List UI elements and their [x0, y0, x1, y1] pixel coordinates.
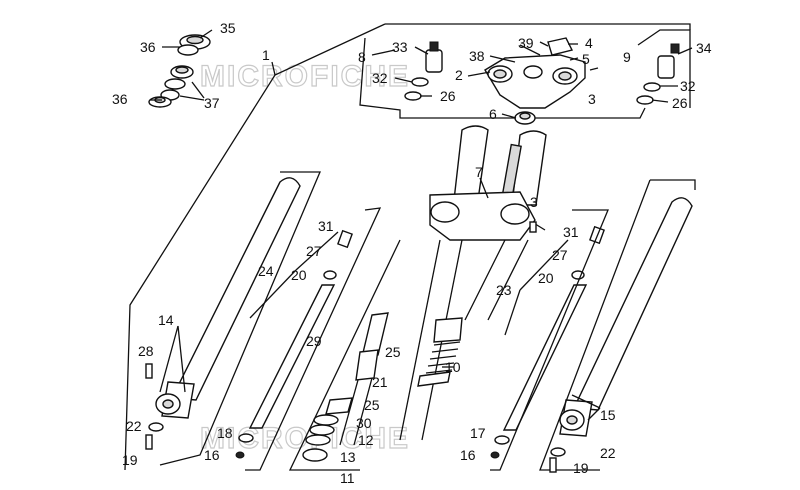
fork-spring [417, 317, 463, 387]
callout-26-left: 26 [440, 88, 456, 104]
callout-23: 23 [496, 282, 512, 298]
callout-2: 2 [455, 67, 463, 83]
callout-25-upper: 25 [385, 344, 401, 360]
callout-10: 10 [445, 359, 461, 375]
callout-36-top: 36 [140, 39, 156, 55]
callout-38: 38 [469, 48, 485, 64]
right-fork-slider [559, 197, 693, 437]
upper-fork-crown [484, 37, 599, 109]
callout-15: 15 [600, 407, 616, 423]
callout-36-bottom: 36 [112, 91, 128, 107]
callout-28: 28 [138, 343, 154, 359]
callout-12: 12 [358, 432, 374, 448]
callout-32-left: 32 [372, 70, 388, 86]
watermark-bottom: MICROFICHE [200, 422, 410, 455]
watermark-top: MICROFICHE [200, 60, 410, 93]
callout-27-right: 27 [552, 247, 568, 263]
callout-3-lower: 3 [530, 194, 538, 210]
leader-lines [150, 29, 693, 421]
fasteners [145, 221, 566, 473]
callout-4: 4 [585, 35, 593, 51]
callout-20-left: 20 [291, 267, 307, 283]
group-brackets [159, 171, 696, 471]
callout-29: 29 [306, 333, 322, 349]
callout-13: 13 [340, 449, 356, 465]
callout-34: 34 [696, 40, 712, 56]
callout-31-right: 31 [563, 224, 579, 240]
callout-labels: 1 2 3 3 4 5 6 7 8 9 10 11 12 13 14 15 16… [112, 20, 712, 486]
callout-37: 37 [204, 95, 220, 111]
callout-6: 6 [489, 106, 497, 122]
callout-18: 18 [217, 425, 233, 441]
callout-5: 5 [582, 51, 590, 67]
callout-26-right: 26 [672, 95, 688, 111]
callout-39: 39 [518, 35, 534, 51]
callout-22-left: 22 [126, 418, 142, 434]
callout-1: 1 [262, 47, 270, 63]
callout-27-left: 27 [306, 243, 322, 259]
stanchions-lower-crown [399, 125, 547, 441]
callout-19-left: 19 [122, 452, 138, 468]
callout-21: 21 [372, 374, 388, 390]
assembly-outline [124, 23, 691, 471]
callout-20-right: 20 [538, 270, 554, 286]
callout-9: 9 [623, 49, 631, 65]
callout-32-right: 32 [680, 78, 696, 94]
callout-3-top: 3 [588, 91, 596, 107]
cap-brackets [359, 29, 691, 119]
left-fork-slider [155, 177, 301, 419]
callout-7: 7 [475, 164, 483, 180]
callout-11: 11 [340, 470, 355, 486]
callout-25-lower: 25 [364, 397, 380, 413]
callout-16-left: 16 [204, 447, 220, 463]
callout-17: 17 [470, 425, 486, 441]
callout-31-left: 31 [318, 218, 334, 234]
callout-33: 33 [392, 39, 408, 55]
callout-30: 30 [356, 415, 372, 431]
callout-24: 24 [258, 263, 274, 279]
callout-16-right: 16 [460, 447, 476, 463]
callout-22-right: 22 [600, 445, 616, 461]
callout-19-right: 19 [573, 460, 589, 476]
callout-8: 8 [358, 49, 366, 65]
left-damper-cartridge [302, 312, 389, 462]
left-damper-rod [235, 229, 353, 459]
callout-14: 14 [158, 312, 174, 328]
callout-35: 35 [220, 20, 236, 36]
